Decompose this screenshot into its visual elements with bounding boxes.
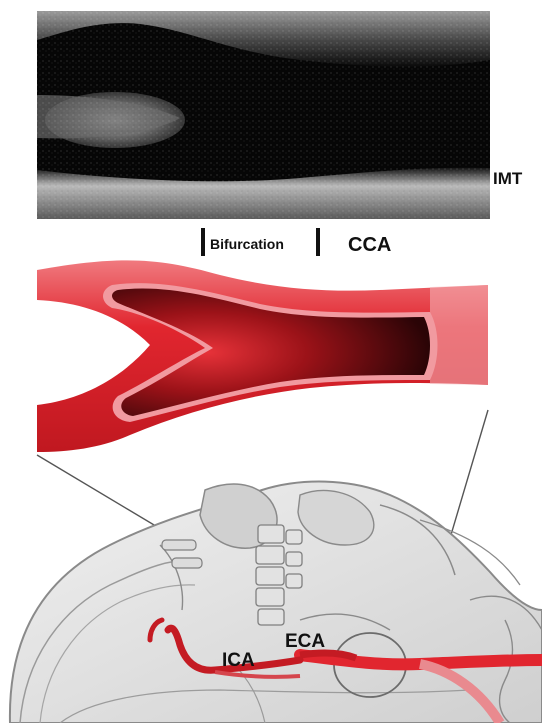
vessel-cross-section (37, 260, 488, 452)
eca-label: ECA (285, 631, 325, 652)
bifurcation-label: Bifurcation (210, 236, 284, 252)
ultrasound-image (37, 11, 490, 219)
cca-label: CCA (348, 234, 391, 256)
imt-label: IMT (493, 169, 523, 188)
ica-label: ICA (222, 650, 255, 671)
